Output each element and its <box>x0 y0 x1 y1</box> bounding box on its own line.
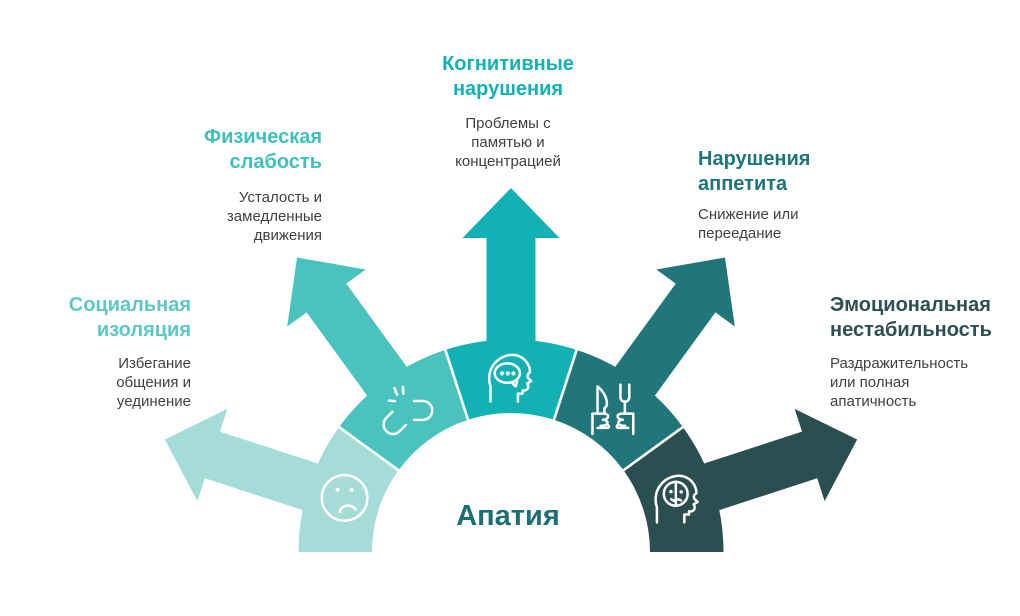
label-description: Проблемы с памятью и концентрацией <box>455 115 561 170</box>
segment-social-isolation <box>298 427 399 552</box>
label-appetite-disorders: Нарушения аппетита Снижение или переедан… <box>698 147 928 243</box>
segment-emotional-instability <box>623 427 724 552</box>
head-speech-bubble-icon <box>487 353 533 403</box>
arrow-cognitive-impairment <box>462 188 560 364</box>
label-description: Раздражительность или полная апатичность <box>830 355 969 410</box>
segment-physical-weakness <box>339 349 469 471</box>
segment-cognitive-impairment <box>445 339 577 420</box>
label-heading: Нарушения аппетита <box>698 148 811 195</box>
label-heading: Социальная изоляция <box>68 294 191 341</box>
segment-appetite-disorders <box>553 349 683 471</box>
label-description: Избегание общения и уединение <box>116 355 191 410</box>
label-emotional-instability: Эмоциональная нестабильность Раздражител… <box>830 293 1020 411</box>
label-physical-weakness: Физическая слабость Усталость и замедлен… <box>92 125 322 245</box>
arrow-physical-weakness <box>287 257 421 415</box>
segment-separator <box>443 346 471 424</box>
sad-face-icon <box>320 473 369 522</box>
label-cognitive-impairment: Когнитивные нарушения Проблемы с памятью… <box>358 52 658 171</box>
label-heading: Физическая слабость <box>204 126 322 173</box>
arrow-emotional-instability <box>682 408 858 518</box>
cutlery-in-fists-icon <box>591 383 635 436</box>
segment-separator <box>551 346 579 424</box>
segment-separators <box>335 346 687 474</box>
arrow-social-isolation <box>164 408 340 518</box>
label-description: Снижение или переедание <box>698 206 799 242</box>
label-social-isolation: Социальная изоляция Избегание общения и … <box>0 293 191 411</box>
label-heading: Эмоциональная нестабильность <box>830 294 992 341</box>
segment-icons <box>320 353 699 524</box>
segment-separator <box>620 424 687 474</box>
label-heading: Когнитивные нарушения <box>442 53 574 100</box>
head-split-face-icon <box>654 474 699 524</box>
segment-separator <box>335 424 402 474</box>
diagram-title: Апатия <box>456 500 560 532</box>
label-description: Усталость и замедленные движения <box>226 189 322 244</box>
arrow-appetite-disorders <box>601 257 735 415</box>
